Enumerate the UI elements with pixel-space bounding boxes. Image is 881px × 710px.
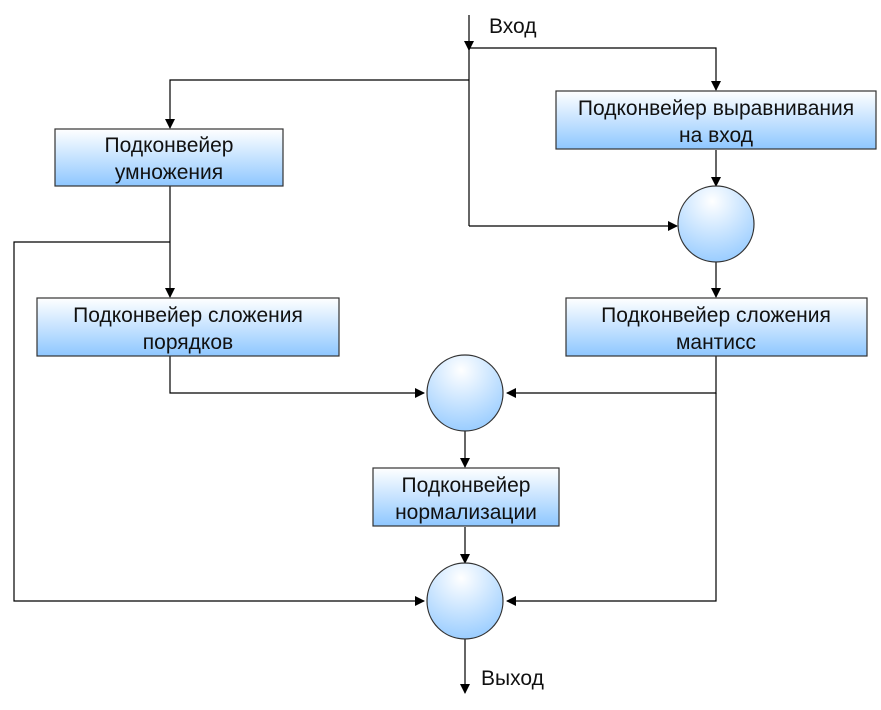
mantissa-add-label-line1: Подконвейер сложения <box>601 304 831 327</box>
mantissa-add-box <box>565 297 868 357</box>
align-label-line1: Подконвейер выравнивания <box>578 97 854 120</box>
exponent-add-label-line1: Подконвейер сложения <box>73 304 303 327</box>
multiply-bypass <box>13 241 425 606</box>
normalize-label-line2: нормализации <box>395 501 537 524</box>
multiply-subpipeline: Подконвейер умножения <box>54 128 284 187</box>
mantissa-to-adder2 <box>506 356 717 398</box>
normalize-box <box>372 467 560 527</box>
exponent-add-subpipeline: Подконвейер сложения порядков <box>36 297 340 357</box>
exponent-add-label-line2: порядков <box>143 331 233 354</box>
align-box <box>555 90 877 150</box>
junction-circle-output <box>426 562 504 640</box>
align-subpipeline: Подконвейер выравнивания на вход <box>555 90 877 150</box>
branch-to-align <box>469 47 721 91</box>
exponent-add-box <box>36 297 340 357</box>
exponent-to-adder2 <box>169 356 425 398</box>
normalize-label-line1: Подконвейер <box>402 474 531 497</box>
align-label-line2: на вход <box>679 124 753 147</box>
multiply-label-line1: Подконвейер <box>105 134 234 157</box>
multiply-label-line2: умножения <box>115 161 223 184</box>
multiply-box <box>54 128 284 187</box>
junction-circle-align <box>677 185 755 263</box>
mantissa-add-subpipeline: Подконвейер сложения мантисс <box>565 297 868 357</box>
junction-circle-merge <box>426 354 504 432</box>
normalize-subpipeline: Подконвейер нормализации <box>372 467 560 527</box>
mantissa-bypass <box>506 393 717 606</box>
output-label: Выход <box>481 667 544 690</box>
branch-to-multiply <box>165 79 469 129</box>
connectors <box>13 15 721 694</box>
mantissa-add-label-line2: мантисс <box>676 331 756 354</box>
input-label: Вход <box>489 15 537 38</box>
